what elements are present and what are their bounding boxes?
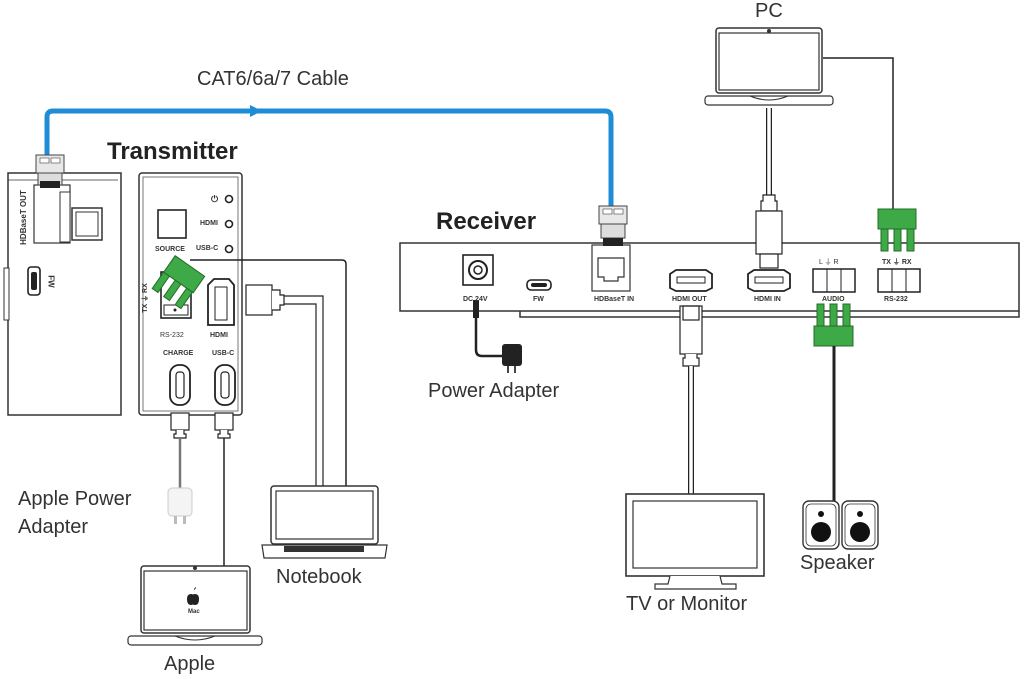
hdmi-cable-pc (755, 108, 783, 269)
usbc-plug-apple (214, 412, 234, 567)
rs232-pins-label-receiver: TX ⏚ RX (882, 259, 912, 266)
notebook-label: Notebook (276, 566, 362, 588)
rs232-terminal-plug-receiver (877, 208, 917, 252)
audio-terminal-plug-receiver (813, 303, 854, 347)
rj45-plug-receiver (598, 205, 628, 246)
fw-label-transmitter: FW (46, 275, 56, 288)
rs232-terminal-plug-transmitter (151, 255, 206, 310)
dc-24v-label: DC 24V (463, 296, 488, 303)
tv-label: TV or Monitor (626, 593, 748, 615)
rs232-cable-pc (823, 57, 894, 210)
hdbaset-out-label: HDBaseT OUT (18, 190, 28, 245)
speaker-icon (802, 500, 879, 550)
apple-power-adapter-label-1: Apple Power (18, 488, 132, 510)
rs232-pins-label-transmitter: TX ⏚ RX (141, 283, 149, 313)
pc-laptop-icon (704, 27, 834, 106)
cable-label: CAT6/6a/7 Cable (197, 68, 349, 90)
receiver-title: Receiver (436, 208, 537, 235)
apple-power-adapter-icon (167, 487, 193, 524)
rj45-plug-transmitter (35, 154, 65, 188)
hdmi-cable-transmitter (245, 284, 324, 488)
receiver-body (399, 242, 1020, 318)
notebook-icon (261, 485, 388, 559)
usbc-led-label: USB-C (196, 245, 219, 252)
hdmi-label-transmitter: HDMI (210, 332, 228, 339)
hdbaset-in-label: HDBaseT IN (594, 296, 635, 303)
hdmi-out-label: HDMI OUT (672, 296, 707, 303)
apple-screen-label: Mac (188, 609, 200, 615)
cat-cable (44, 108, 614, 210)
apple-label: Apple (164, 653, 216, 675)
power-adapter-cable (473, 300, 522, 373)
source-button-label: SOURCE (155, 246, 185, 253)
pc-label: PC (755, 0, 783, 22)
speaker-label: Speaker (800, 552, 875, 574)
fw-label-receiver: FW (533, 296, 544, 303)
power-adapter-label: Power Adapter (428, 380, 560, 402)
usbc-plug-charge (170, 412, 190, 488)
usbc-label-transmitter: USB-C (212, 350, 235, 357)
apple-power-adapter-label-2: Adapter (18, 516, 89, 538)
rs232-label-receiver: RS-232 (884, 296, 908, 303)
audio-pins-label: L ⏚ R (819, 259, 839, 266)
hdmi-led-label: HDMI (200, 220, 218, 227)
usbc-cable-notebook (190, 259, 347, 488)
tv-monitor-icon (625, 493, 765, 590)
transmitter-side-panel (3, 172, 122, 416)
power-led-label: ⏻ (211, 194, 219, 204)
rs232-label-transmitter: RS-232 (160, 332, 184, 339)
cable-direction-arrow (250, 105, 262, 117)
hdmi-cable-tv (679, 305, 703, 494)
audio-label: AUDIO (822, 296, 845, 303)
apple-laptop-icon (127, 565, 263, 646)
hdmi-in-label: HDMI IN (754, 296, 781, 303)
charge-label: CHARGE (163, 350, 194, 357)
transmitter-title: Transmitter (107, 138, 238, 165)
